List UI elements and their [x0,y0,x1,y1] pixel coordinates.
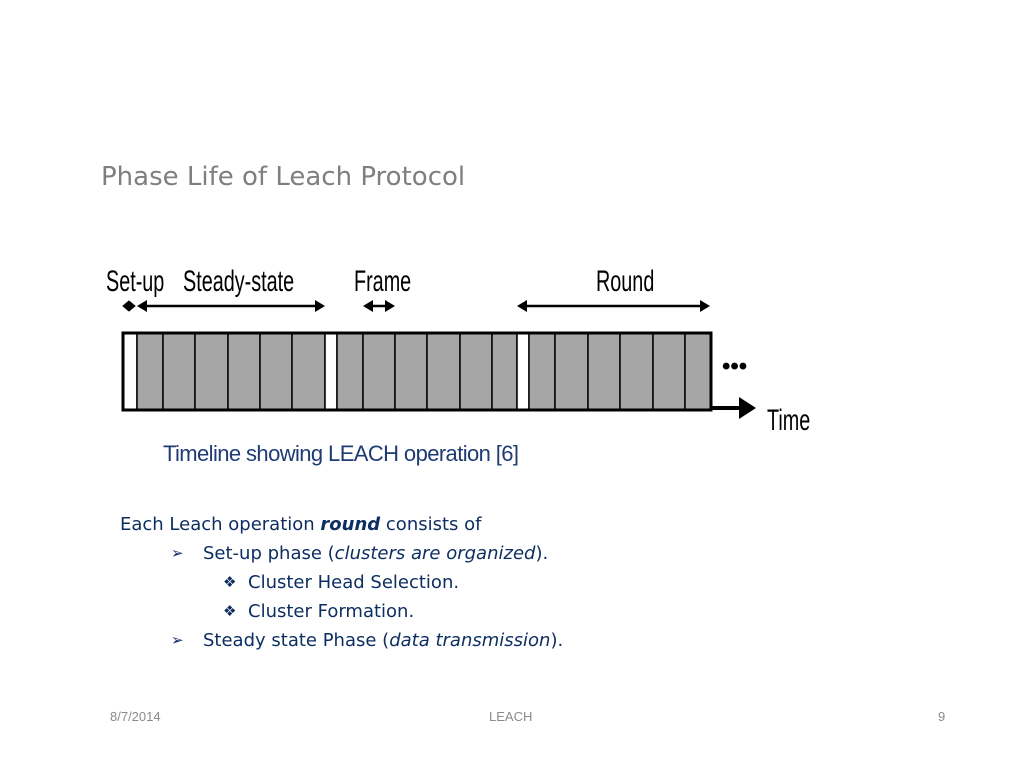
setup-slot [324,332,338,411]
frame-label: Frame [354,265,411,298]
intro-emphasis: round [320,514,381,535]
item-prefix: Set-up phase ( [203,543,335,564]
setup-slot [516,332,530,411]
setup-span-arrow [122,300,136,312]
frame-slot [362,332,396,411]
setup-label: Set-up [106,265,164,298]
frame-slot [136,332,164,411]
list-item: ➢ Steady state Phase (data transmission)… [120,626,563,655]
frame-slot [619,332,654,411]
diagram-caption: Timeline showing LEACH operation [6] [163,441,519,466]
time-axis-arrow [711,397,756,419]
frame-slot [394,332,428,411]
item-emphasis: clusters are organized [334,543,536,564]
timeline-bar [121,331,713,412]
frame-slot [259,332,293,411]
frame-slot [227,332,261,411]
footer-date: 8/7/2014 [110,709,161,724]
arrow-bullet-icon: ➢ [171,631,184,649]
bullet-content: Each Leach operation round consists of ➢… [120,510,563,655]
frame-slot [554,332,589,411]
intro-suffix: consists of [380,514,482,535]
frame-slot [684,332,712,411]
frame-slot [426,332,461,411]
slide-title: Phase Life of Leach Protocol [101,162,466,192]
frame-span-arrow [363,300,395,312]
round-span-arrow [517,300,710,312]
frame-slot [291,332,326,411]
frame-slot [652,332,686,411]
frame-slot [587,332,621,411]
subitem-text: Cluster Head Selection. [248,572,460,593]
item-suffix: ). [550,630,564,651]
intro-prefix: Each Leach operation [120,514,321,535]
frame-slot [162,332,196,411]
item-prefix: Steady state Phase ( [203,630,390,651]
frame-slot [528,332,556,411]
frame-slot [491,332,518,411]
time-label: Time [767,404,810,437]
footer-title: LEACH [489,709,533,724]
list-item: ➢ Set-up phase (clusters are organized). [120,539,563,568]
item-suffix: ). [535,543,549,564]
frame-slot [459,332,493,411]
diamond-bullet-icon: ❖ [223,573,237,591]
setup-slot [122,332,138,411]
frame-slot [336,332,364,411]
diamond-bullet-icon: ❖ [223,602,237,620]
page-number: 9 [938,709,946,724]
list-subitem: ❖ Cluster Head Selection. [120,568,563,597]
arrow-bullet-icon: ➢ [171,544,184,562]
continuation-dots: ••• [722,353,747,380]
subitem-text: Cluster Formation. [248,601,415,622]
frame-slot [194,332,229,411]
steady-state-span-arrow [137,300,325,312]
intro-line: Each Leach operation round consists of [120,510,563,539]
steady-state-label: Steady-state [183,265,294,298]
list-subitem: ❖ Cluster Formation. [120,597,563,626]
item-emphasis: data transmission [389,630,551,651]
round-label: Round [596,265,654,298]
